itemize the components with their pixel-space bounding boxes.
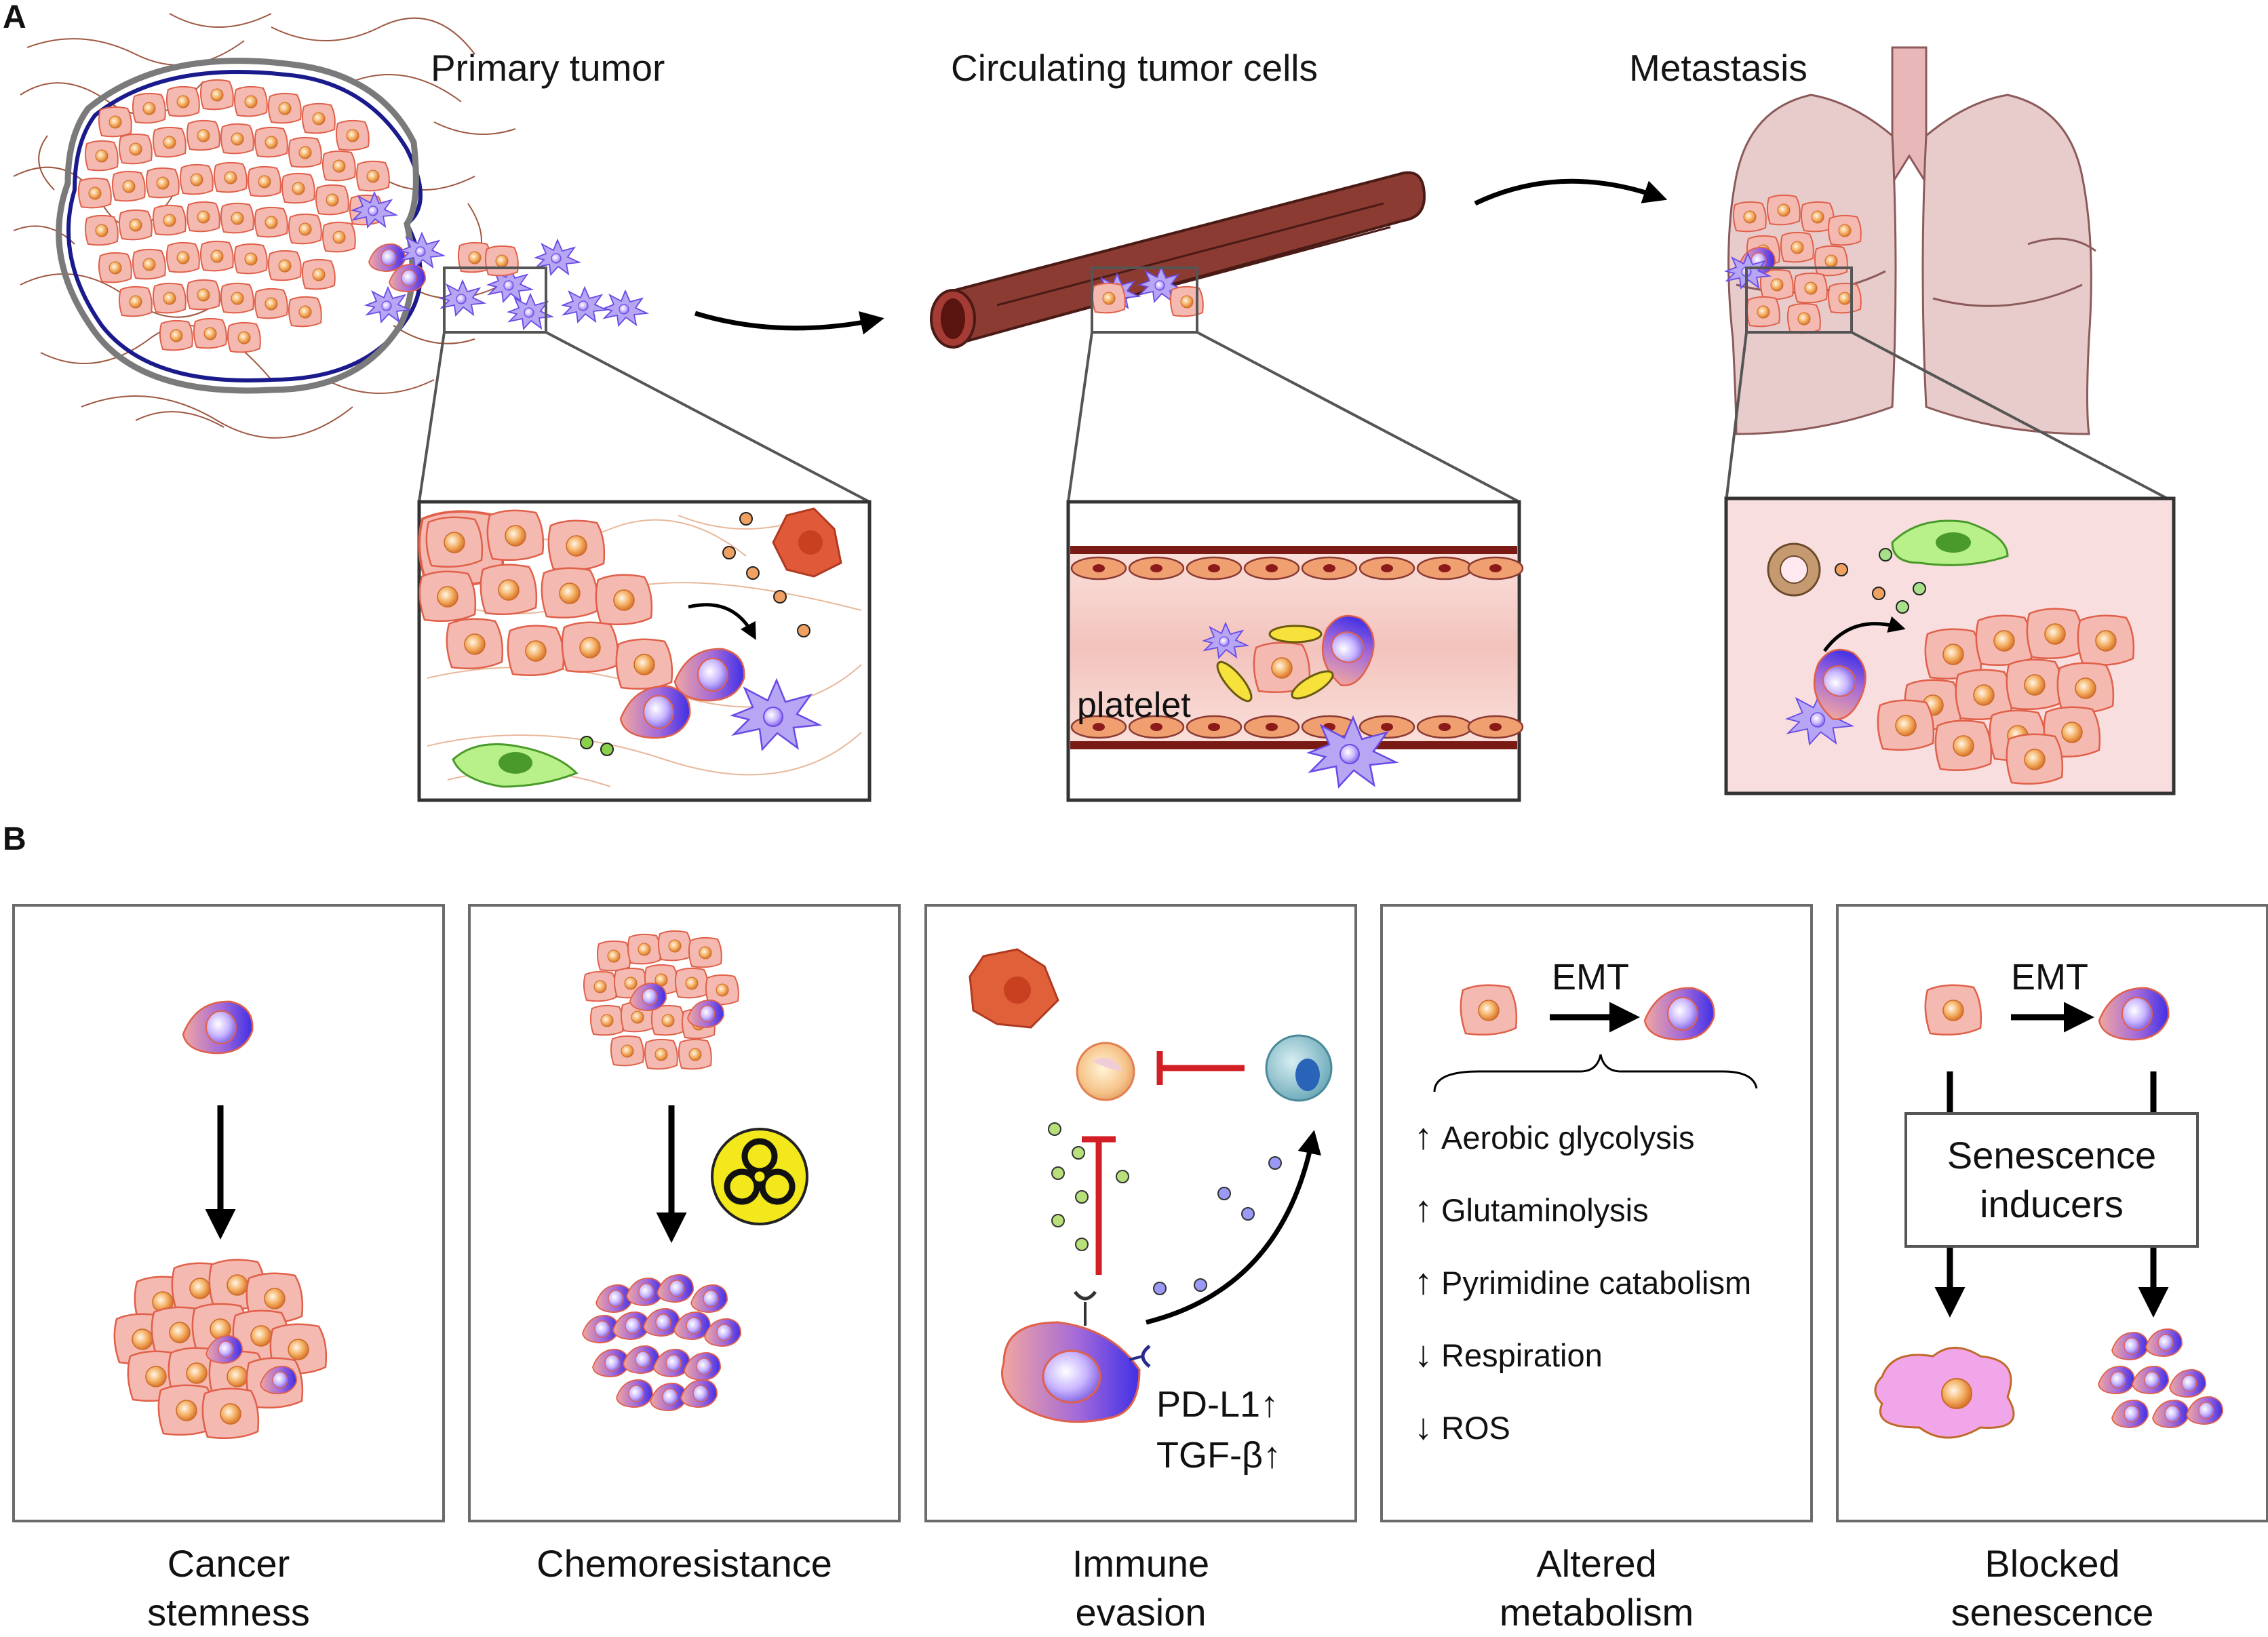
zoom-line-left-3 — [1725, 332, 1748, 502]
up-arrow-icon: ↑ — [1260, 1384, 1279, 1425]
caption-line-1: Cancer — [167, 1542, 290, 1585]
circulating-tumor-cells-title: Circulating tumor cells — [951, 47, 1318, 89]
arrow-primary-to-circulation — [694, 311, 884, 335]
inset-primary-cells — [418, 507, 842, 788]
caption-altered-metabolism: Altered metabolism — [1380, 1539, 1813, 1637]
emt-label-senescence: EMT — [2011, 957, 2088, 998]
up-arrow-icon: ↑ — [1414, 1261, 1432, 1302]
pdl1-text: PD-L1 — [1156, 1384, 1261, 1425]
panel-a-letter: A — [3, 0, 26, 35]
caption-chemoresistance: Chemoresistance — [468, 1539, 901, 1588]
metabolism-item-text: ROS — [1441, 1410, 1510, 1446]
metabolism-item: ↑Pyrimidine catabolism — [1414, 1261, 1751, 1303]
box-immune-evasion — [924, 904, 1357, 1522]
box-cancer-stemness — [12, 904, 445, 1522]
senescence-inducers-line-2: inducers — [1980, 1183, 2124, 1225]
up-arrow-icon: ↑ — [1414, 1116, 1432, 1157]
metabolism-item: ↑Glutaminolysis — [1414, 1188, 1649, 1230]
box-chemoresistance — [468, 904, 901, 1522]
caption-line-2: evasion — [1075, 1591, 1207, 1634]
arrow-circulation-to-metastasis — [1474, 178, 1668, 206]
caption-line-2: metabolism — [1499, 1591, 1694, 1634]
caption-cancer-stemness: Cancer stemness — [12, 1539, 445, 1637]
zoom-line-right-1 — [545, 331, 870, 503]
metabolism-item: ↓ROS — [1414, 1406, 1510, 1448]
caption-blocked-senescence: Blocked senescence — [1836, 1539, 2268, 1637]
caption-line-1: Altered — [1536, 1542, 1657, 1585]
inset-metastasis — [1724, 496, 2176, 795]
tgfb-text: TGF-β — [1156, 1435, 1264, 1476]
inset-vessel — [1066, 500, 1524, 802]
zoom-line-left-1 — [418, 332, 446, 502]
stroma-fibres — [13, 13, 516, 439]
box-blocked-senescence — [1836, 904, 2268, 1522]
metabolism-item: ↓Respiration — [1414, 1333, 1603, 1375]
panel-b-letter: B — [3, 821, 26, 857]
senescence-diagram — [1874, 984, 2223, 1439]
platelet-label: platelet — [1077, 686, 1191, 725]
primary-zoom-box — [443, 267, 547, 334]
down-arrow-icon: ↓ — [1414, 1334, 1432, 1375]
immune-evasion-diagram — [969, 948, 1333, 1423]
zoom-line-left-2 — [1067, 332, 1093, 502]
zoom-line-right-3 — [1851, 331, 2174, 503]
caption-line-2: stemness — [147, 1591, 310, 1634]
senescence-inducers-line-1: Senescence — [1947, 1134, 2157, 1177]
blood-vessel — [930, 171, 1426, 349]
caption-line-1: Blocked — [1984, 1542, 2120, 1585]
caption-line-1: Immune — [1072, 1542, 1210, 1585]
tumor-capsule — [56, 58, 419, 394]
lungs — [1727, 46, 2096, 435]
senescence-inducers-box: Senescence inducers — [1904, 1112, 2199, 1248]
caption-line-1: Chemoresistance — [536, 1542, 832, 1585]
caption-line-2: senescence — [1951, 1591, 2154, 1634]
down-arrow-icon: ↓ — [1414, 1406, 1432, 1447]
caption-immune-evasion: Immune evasion — [924, 1539, 1357, 1637]
metabolism-item-text: Glutaminolysis — [1441, 1192, 1649, 1228]
chemoresistance-diagram — [582, 930, 808, 1411]
pdl1-label: PD-L1↑ — [1156, 1383, 1278, 1425]
stemness-diagram — [113, 1000, 328, 1440]
lung-zoom-box — [1745, 267, 1853, 334]
box-altered-metabolism — [1380, 904, 1813, 1522]
up-arrow-icon: ↑ — [1263, 1435, 1282, 1476]
tgfb-label: TGF-β↑ — [1156, 1434, 1281, 1476]
metabolism-item-text: Respiration — [1441, 1337, 1603, 1373]
zoom-line-right-2 — [1196, 331, 1520, 503]
up-arrow-icon: ↑ — [1414, 1189, 1432, 1229]
metastasis-title: Metastasis — [1629, 47, 1807, 89]
metabolism-diagram — [1433, 984, 1758, 1092]
vessel-zoom-box — [1091, 267, 1198, 334]
primary-tumor-title: Primary tumor — [431, 47, 665, 89]
metabolism-item-text: Pyrimidine catabolism — [1441, 1265, 1752, 1301]
basement-membrane — [66, 70, 423, 382]
metabolism-item: ↑Aerobic glycolysis — [1414, 1116, 1695, 1158]
emt-label-metabolism: EMT — [1552, 957, 1629, 998]
metabolism-item-text: Aerobic glycolysis — [1441, 1120, 1695, 1156]
